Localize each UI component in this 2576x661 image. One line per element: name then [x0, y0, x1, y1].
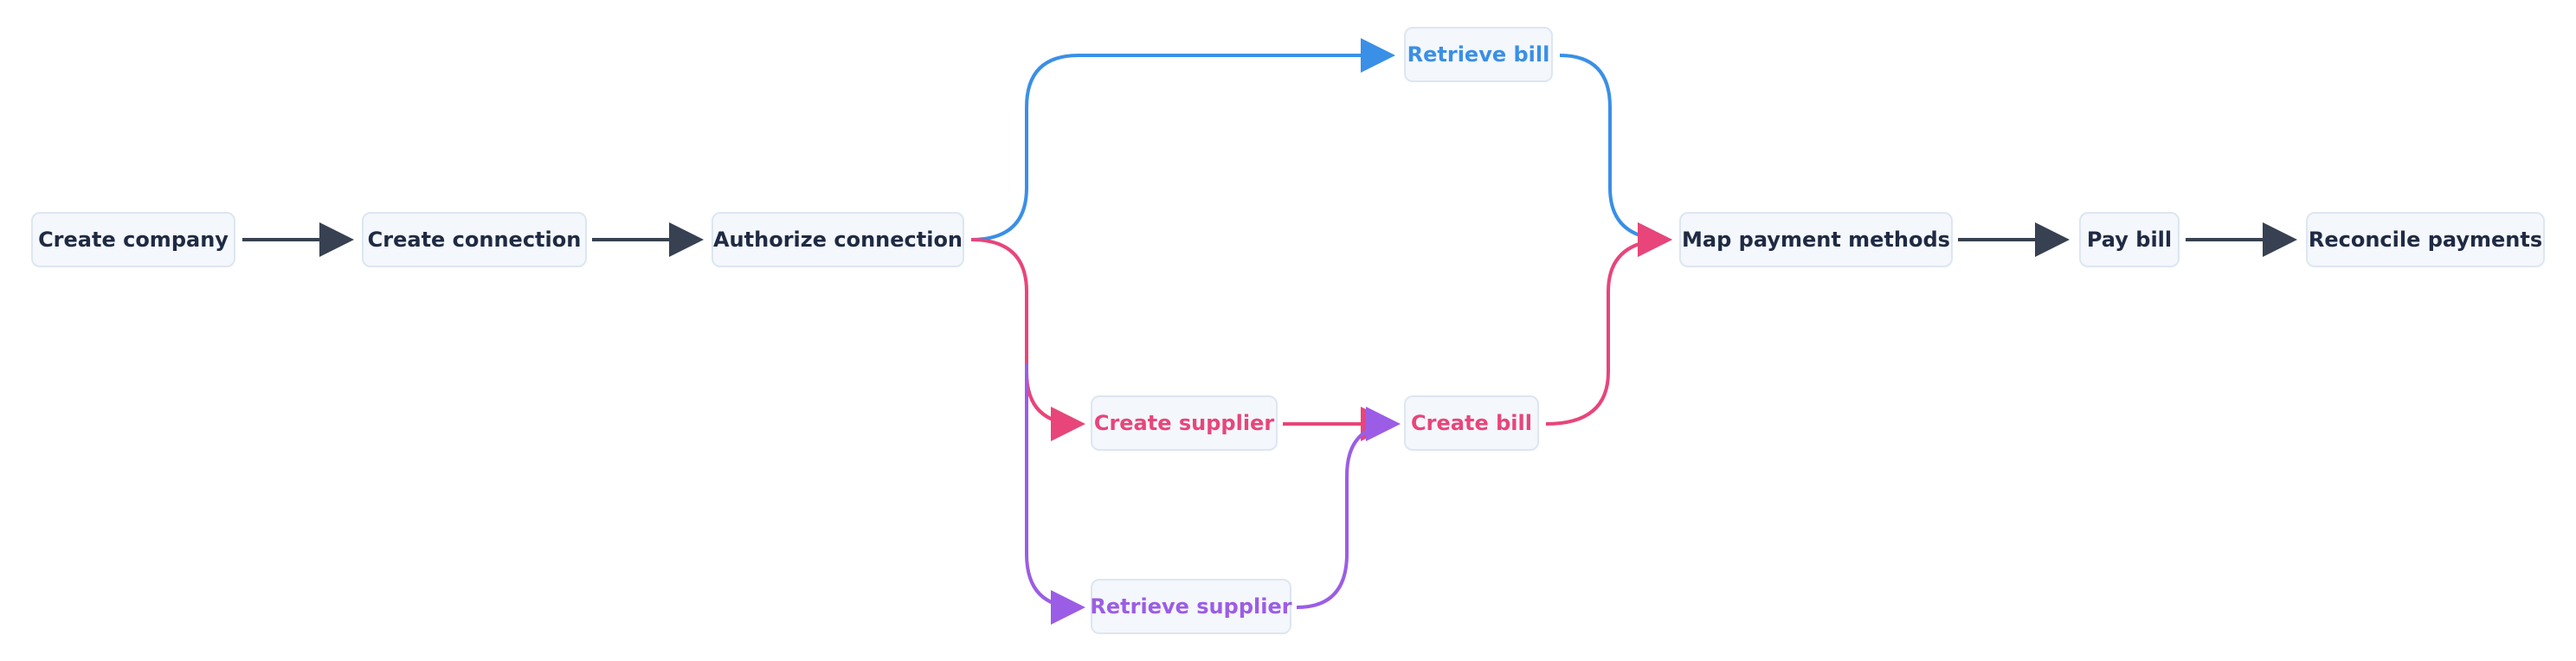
- edge-authorize-to-retrieve-supplier: [1025, 363, 1085, 625]
- node-authorize-connection[interactable]: Authorize connection: [712, 212, 964, 267]
- edge-create-bill-to-map: [1545, 222, 1672, 426]
- node-create-connection[interactable]: Create connection: [362, 212, 587, 267]
- node-retrieve-supplier[interactable]: Retrieve supplier: [1090, 579, 1292, 634]
- edge-retrieve-bill-to-map: [1559, 54, 1672, 257]
- node-pay-bill[interactable]: Pay bill: [2079, 212, 2180, 267]
- node-create-supplier[interactable]: Create supplier: [1091, 395, 1278, 451]
- node-map-payment-methods[interactable]: Map payment methods: [1679, 212, 1953, 267]
- node-create-company[interactable]: Create company: [31, 212, 235, 267]
- node-create-bill[interactable]: Create bill: [1404, 395, 1539, 451]
- node-retrieve-bill[interactable]: Retrieve bill: [1404, 27, 1553, 82]
- edge-authorize-to-retrieve-bill: [970, 38, 1395, 241]
- edge-retrieve-supplier-to-create-bill: [1296, 407, 1401, 609]
- node-reconcile-payments[interactable]: Reconcile payments: [2306, 212, 2545, 267]
